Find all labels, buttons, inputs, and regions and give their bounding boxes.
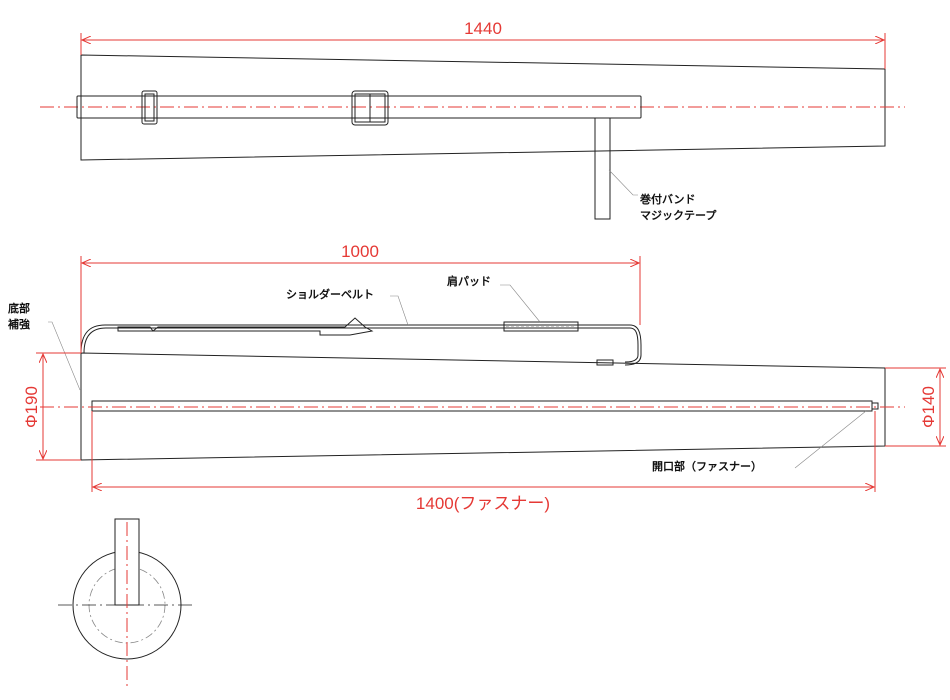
strap-top bbox=[76, 95, 642, 119]
reinforce-label-2: 補強 bbox=[7, 317, 30, 331]
pad-leader bbox=[500, 284, 541, 323]
strap-buckle bbox=[351, 90, 389, 126]
band-label-1: 巻付バンド bbox=[639, 192, 696, 206]
bag-outline-top bbox=[80, 54, 886, 161]
belt-adjuster bbox=[117, 317, 374, 336]
side-view: 肩パッド ショルダーベルト 底部 補強 開口部（ファスナー） 1000 Φ190… bbox=[7, 242, 946, 513]
end-view bbox=[58, 518, 196, 688]
dimension-1400-label: 1400(ファスナー) bbox=[416, 494, 550, 513]
pad-label: 肩パッド bbox=[447, 274, 491, 288]
dimension-1440-label: 1440 bbox=[464, 19, 502, 38]
band-leader bbox=[608, 169, 638, 196]
strap-clip bbox=[141, 90, 158, 125]
shoulder-pad bbox=[503, 321, 579, 332]
belt-label: ショルダーベルト bbox=[286, 287, 374, 301]
reinforce-leader bbox=[48, 321, 81, 391]
opening-leader bbox=[794, 410, 867, 469]
belt-leader bbox=[390, 295, 409, 326]
zipper bbox=[91, 400, 873, 412]
band-label-2: マジックテープ bbox=[640, 208, 717, 222]
top-view: 巻付バンド マジックテープ 1440 bbox=[40, 19, 905, 222]
opening-label: 開口部（ファスナー） bbox=[652, 459, 762, 473]
dimension-1000-label: 1000 bbox=[341, 242, 379, 261]
wrap-band bbox=[594, 117, 611, 220]
dimension-phi190-label: Φ190 bbox=[22, 386, 41, 428]
reinforce-label-1: 底部 bbox=[8, 301, 30, 315]
zipper-pull bbox=[871, 402, 879, 410]
dimension-phi140-label: Φ140 bbox=[919, 386, 938, 428]
shoulder-belt bbox=[80, 324, 642, 366]
